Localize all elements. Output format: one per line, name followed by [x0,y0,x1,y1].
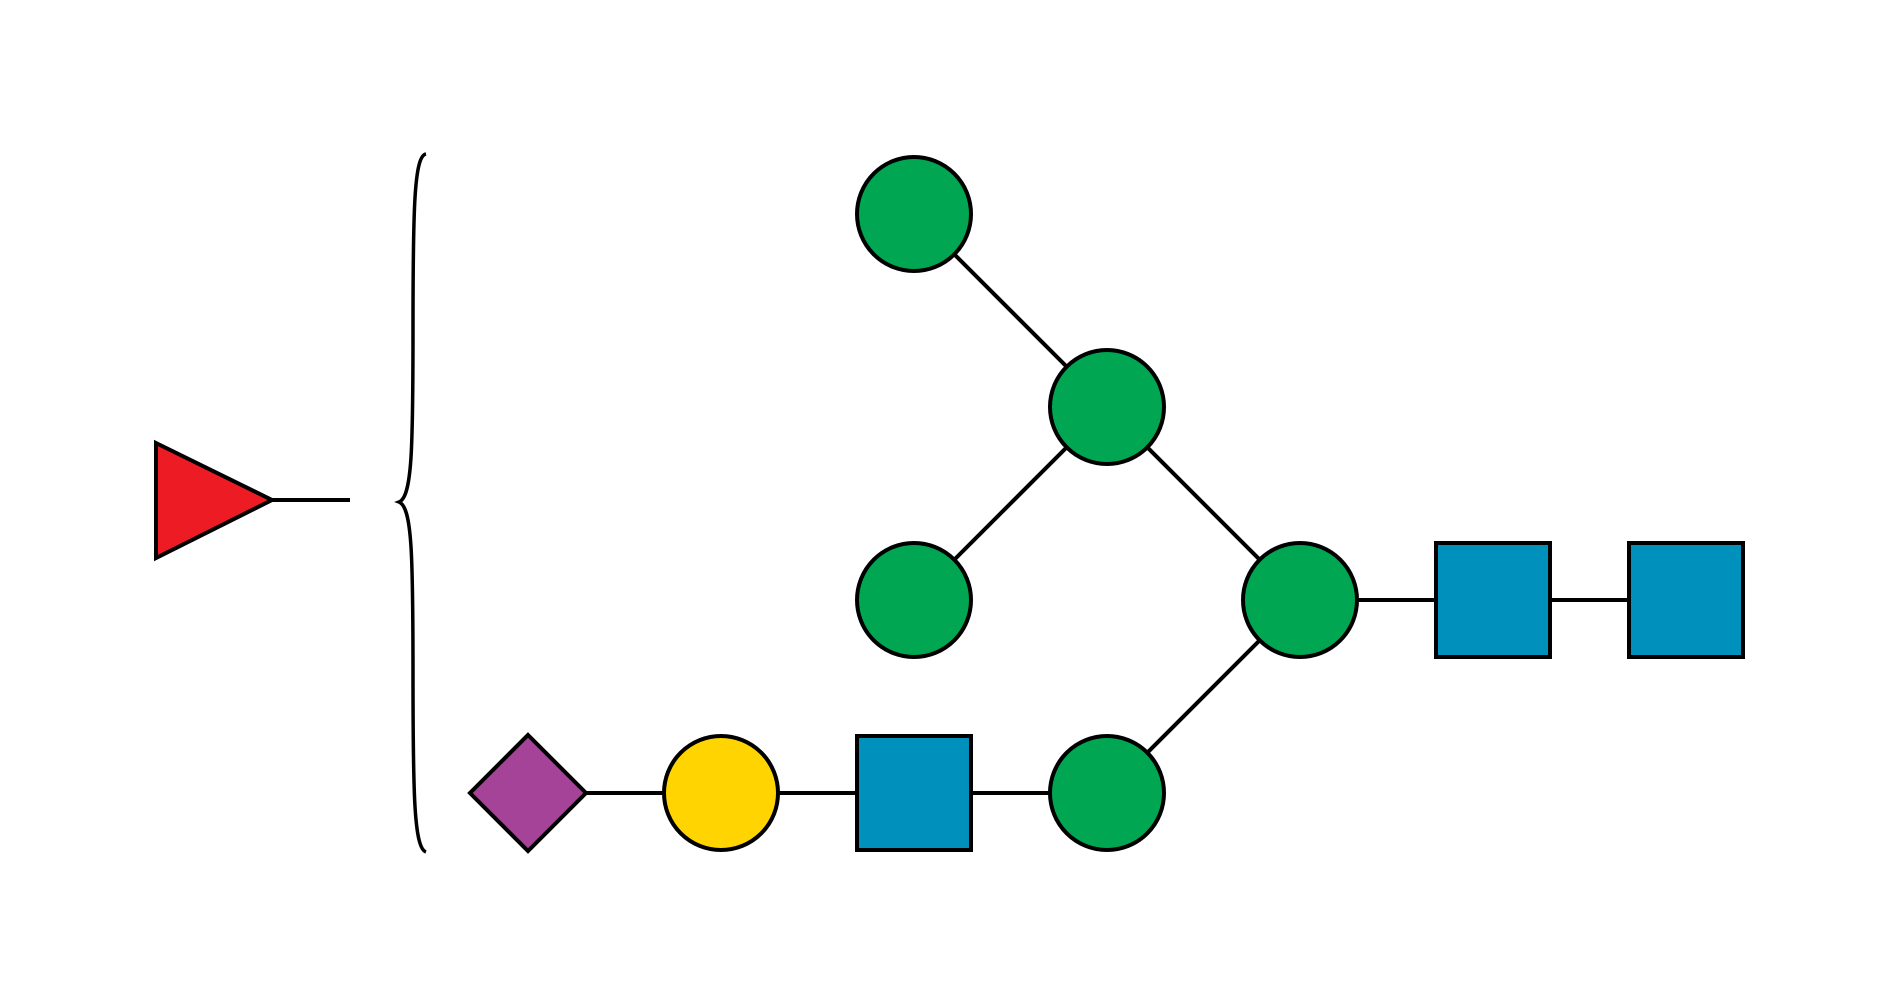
mannose-circle-core [1241,541,1359,659]
mannose-circle-middle [855,541,973,659]
mannose-circle-top [855,155,973,273]
fucose-triangle [154,439,277,562]
mannose-circle-upper-branch [1048,348,1166,466]
residues [154,155,1745,854]
glcnac-square-antenna [855,734,973,852]
glcnac-square-core [1434,541,1552,659]
neu5ac-diamond-terminal [467,732,589,854]
galactose-circle-antenna [662,734,780,852]
mannose-circle-lower-branch [1048,734,1166,852]
glcnac-square-reducing-end [1627,541,1745,659]
undetermined-linkage-brace [394,152,427,854]
